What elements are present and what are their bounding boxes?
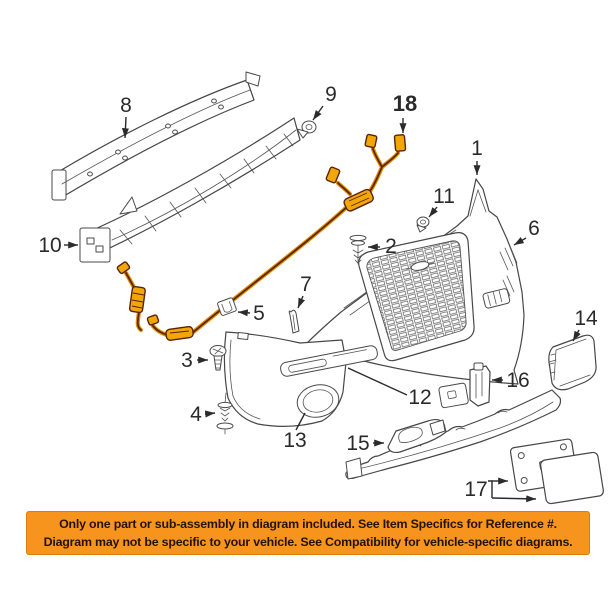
callout-8: 8	[120, 94, 132, 117]
clip-5	[217, 297, 237, 316]
license-plate-bracket	[509, 438, 604, 505]
mounting-bracket-16	[438, 362, 491, 409]
tow-hook-cover	[387, 418, 447, 454]
bolt-3	[209, 345, 227, 371]
callout-10: 10	[38, 234, 61, 257]
grille-emblem	[405, 261, 435, 271]
callout-15: 15	[346, 432, 369, 455]
fog-lamp-opening	[296, 384, 340, 418]
clip-11	[416, 216, 430, 233]
callout-17: 17	[464, 478, 487, 501]
callout-2: 2	[385, 235, 397, 258]
callout-12: 12	[408, 386, 431, 409]
lower-valance	[345, 389, 562, 480]
callouts: 8 9 18 1 11 6 2 10 5 7 3 4 13 12 16 14 1	[38, 83, 598, 503]
lower-molding-strip	[280, 345, 378, 377]
energy-absorber	[79, 117, 301, 263]
callout-1: 1	[471, 137, 483, 160]
callout-18: 18	[393, 91, 417, 116]
callout-5: 5	[253, 302, 265, 325]
callout-13: 13	[283, 429, 306, 452]
callout-4: 4	[190, 403, 202, 426]
bumper-cover-corner	[223, 331, 347, 427]
wiring-harness	[116, 133, 407, 341]
bumper-cover-main	[301, 178, 525, 385]
callout-7: 7	[300, 273, 312, 296]
license-plate-pad	[540, 451, 604, 505]
callout-11: 11	[433, 185, 455, 208]
screw-9	[296, 120, 317, 139]
callout-9: 9	[325, 83, 337, 106]
impact-bar	[51, 71, 261, 201]
push-pin-2	[349, 234, 367, 265]
callout-16: 16	[506, 369, 529, 392]
harness-connectors	[116, 133, 407, 341]
rivet-4	[216, 392, 234, 435]
callout-6: 6	[528, 217, 540, 240]
retainer-7	[288, 309, 300, 334]
callout-14: 14	[574, 307, 598, 330]
callout-3: 3	[181, 349, 193, 372]
grille-mesh	[366, 240, 467, 351]
disclaimer-banner: Only one part or sub-assembly in diagram…	[26, 511, 590, 555]
disclaimer-line-2: Diagram may not be specific to your vehi…	[43, 535, 573, 549]
disclaimer-line-1: Only one part or sub-assembly in diagram…	[59, 517, 557, 531]
valance-end-cap	[548, 334, 597, 391]
